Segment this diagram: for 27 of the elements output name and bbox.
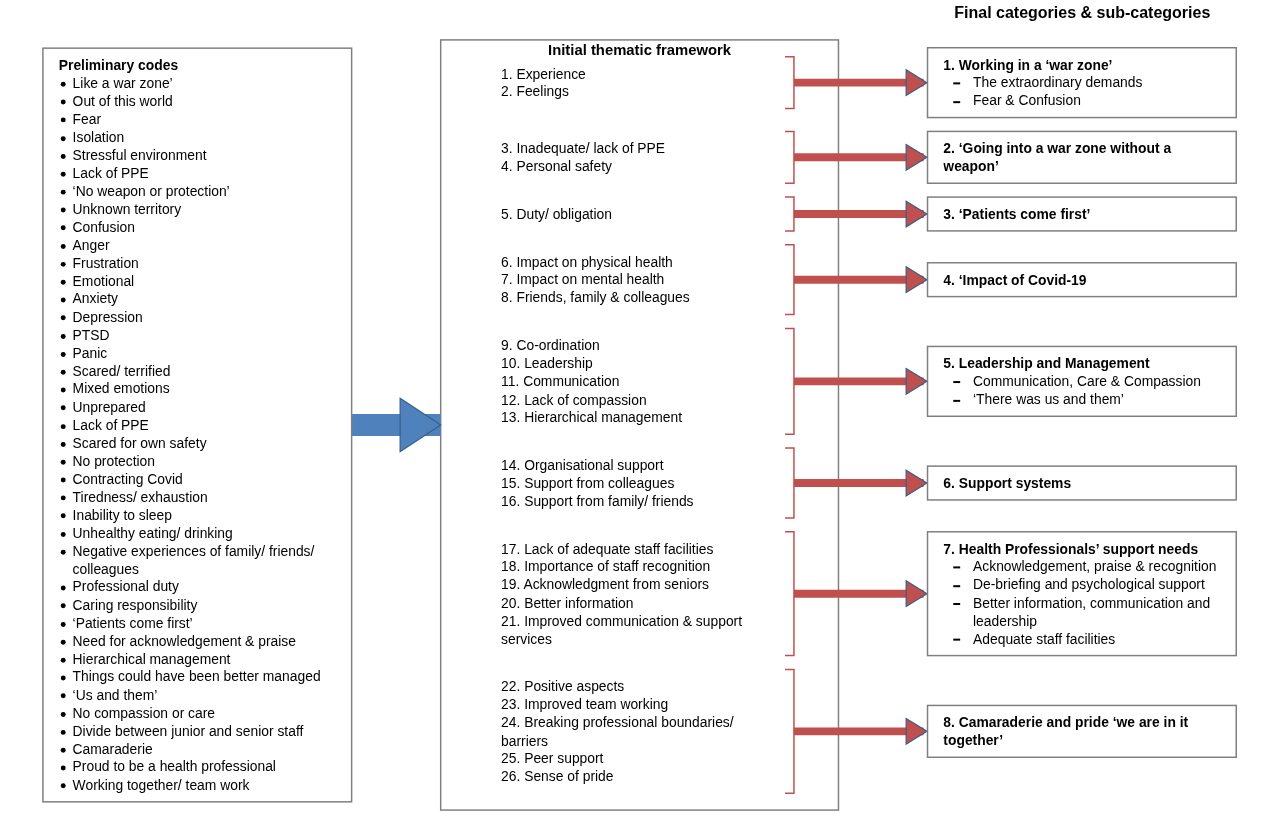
node-box: 2. ‘Going into a war zone without a weapon’ xyxy=(927,130,1238,184)
arrow xyxy=(794,266,928,294)
arrow xyxy=(794,143,928,171)
node-text: 14. Organisational support 15. Support from colleagues 16. Support from family/ friends xyxy=(501,457,694,509)
arrow xyxy=(352,397,442,453)
node-box: 7. Health Professionals’ support needs Acknowledgement, praise & recognition De-briefing and psychological support Better information, communication and leadership Adequate staff facilities xyxy=(927,531,1238,657)
arrow xyxy=(794,580,928,608)
arrow xyxy=(794,367,928,395)
node-text: 9. Co-ordination 10. Leadership 11. Communication 12. Lack of compassion 13. Hierarchical management xyxy=(501,337,683,426)
arrow xyxy=(794,69,928,97)
node-text: 17. Lack of adequate staff facilities 18. Importance of staff recognition 19. Acknowledgment from seniors 20. Better information 21. Improved communication & support services xyxy=(501,540,743,647)
node-box: 3. ‘Patients come first’ xyxy=(927,196,1238,232)
arrow xyxy=(794,200,928,228)
node-text: 22. Positive aspects 23. Improved team working 24. Breaking professional boundaries/ barriers 25. Peer support 26. Sense of pride xyxy=(501,678,735,785)
node-box: 8. Camaraderie and pride ‘we are in it together’ xyxy=(927,704,1238,758)
column-heading: Final categories & sub-categories xyxy=(954,4,1211,22)
node-box: 6. Support systems xyxy=(927,465,1238,501)
arrow xyxy=(794,717,928,745)
node-box: 4. ‘Impact of Covid-19 xyxy=(927,262,1238,298)
arrow xyxy=(794,469,928,497)
node-text: 6. Impact on physical health 7. Impact on mental health 8. Friends, family & colleagues xyxy=(501,253,691,306)
node-box: 1. Working in a ‘war zone’ The extraordinary demands Fear & Confusion xyxy=(927,47,1238,119)
node-box: Preliminary codes Like a war zone’ Out of this world Fear Isolation Stressful environment Lack of PPE ‘No weapon or protection’ Unknown territory Confusion Anger Frustration Emotional Anxiety Depression PTSD Panic Scared/ terrified Mixed emotions Unprepared Lack of PPE Scared for own safety No protection Contracting Covid Tiredness/ exhaustion Inability to sleep Unhealthy eating/ drinking Negative experiences of family/ friends/ colleagues Professional duty Caring responsibility ‘Patients come first’ Need for acknowledgement & praise Hierarchical management Things could have been better managed ‘Us and them’ No compassion or care Divide between junior and senior staff Camaraderie Proud to be a health professional Working together/ team work xyxy=(42,47,353,803)
node-text: 5. Duty/ obligation xyxy=(501,206,613,222)
node-text: 1. Experience 2. Feelings xyxy=(501,65,587,100)
node-box: 5. Leadership and Management Communication, Care & Compassion ‘There was us and them’ xyxy=(927,345,1238,417)
node-text: 3. Inadequate/ lack of PPE 4. Personal safety xyxy=(501,140,666,175)
